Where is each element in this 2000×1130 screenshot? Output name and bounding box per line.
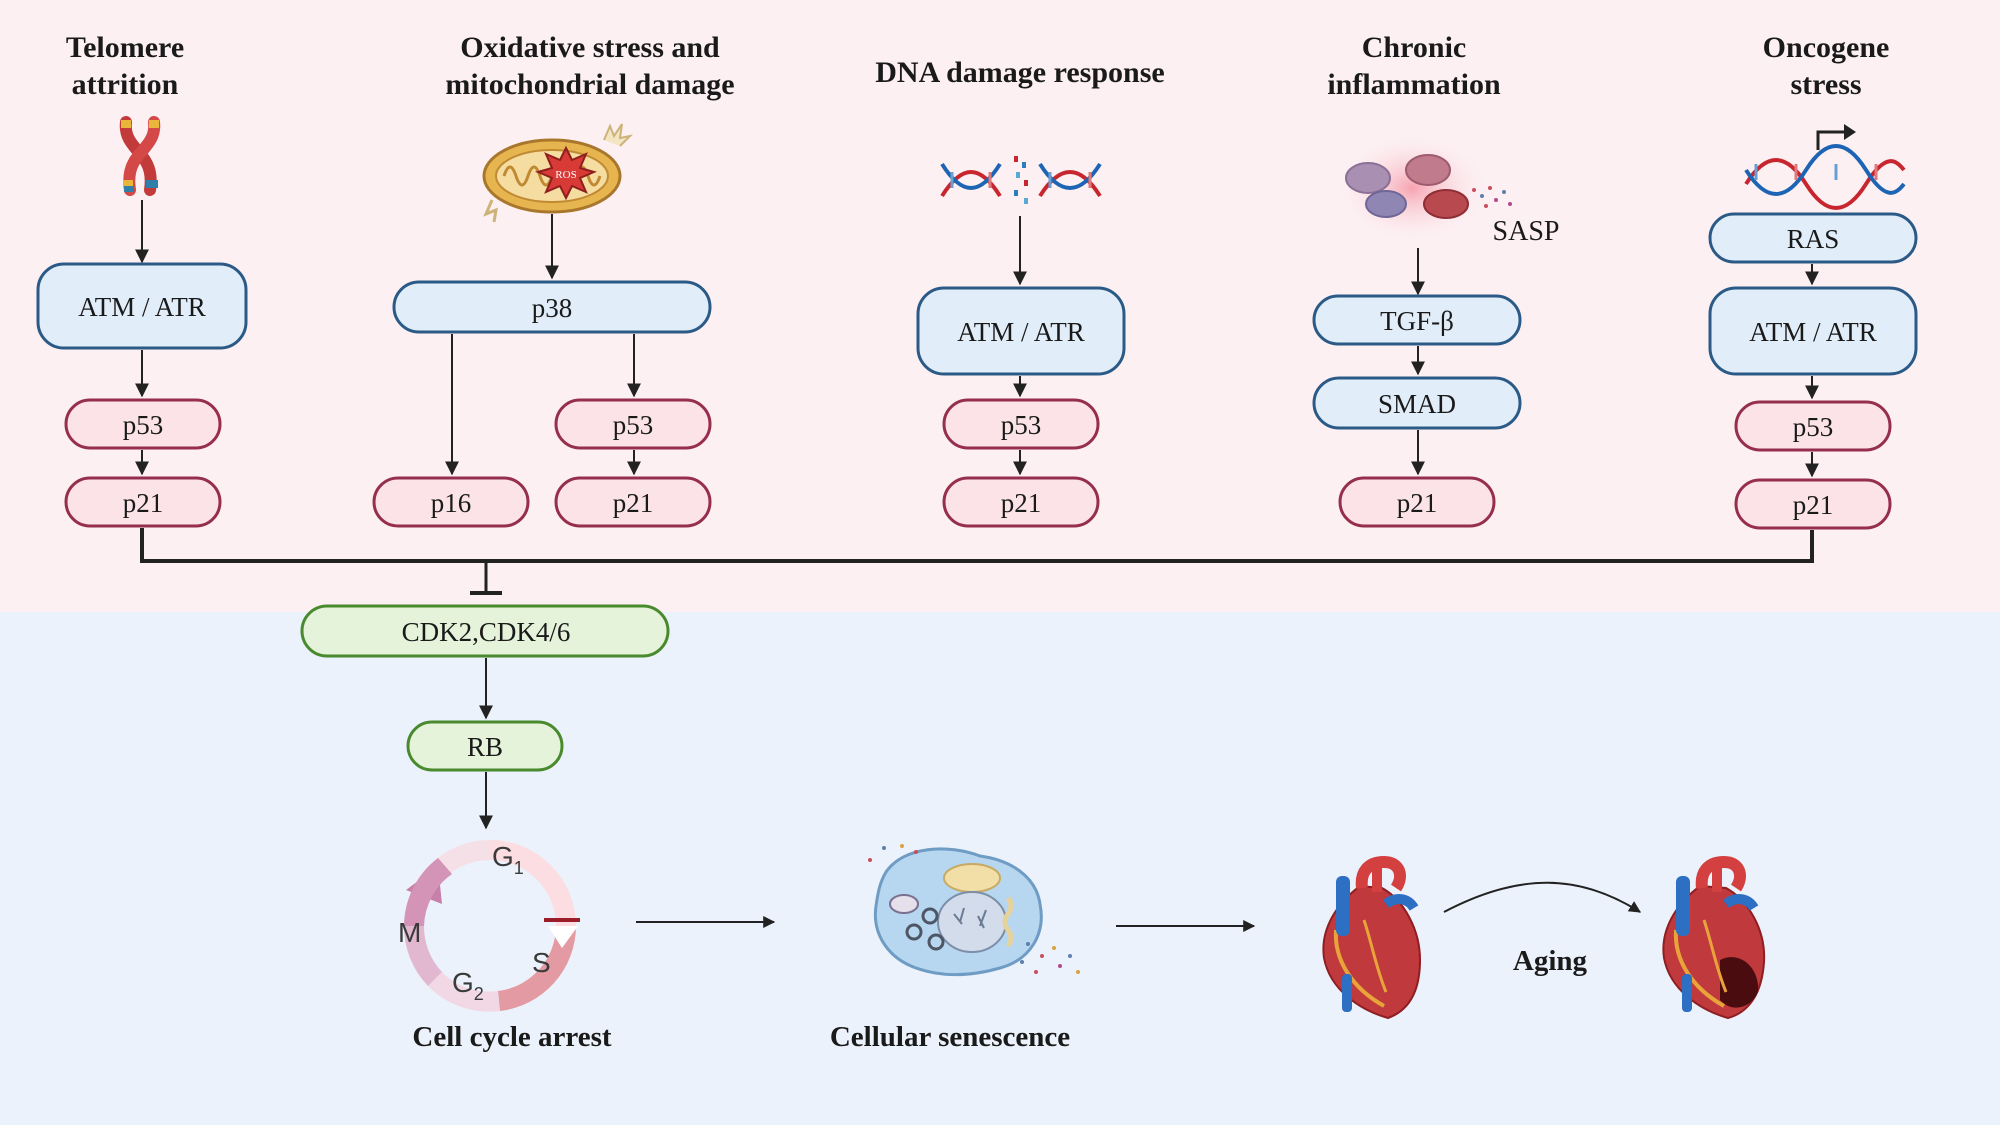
label-inflammation-smad: SMAD (1378, 389, 1456, 419)
title-oxidative-line2: mitochondrial damage (445, 68, 734, 101)
mitochondria-ros-icon: ROS (482, 123, 634, 223)
title-telomere-line2: attrition (72, 68, 179, 101)
phase-s: S (532, 947, 551, 978)
column-dna: DNA damage response ATM / ATR p53 p21 (875, 56, 1165, 528)
node-oxidative-p16 (372, 476, 530, 528)
phase-m: M (398, 917, 421, 948)
label-dna-p21: p21 (1001, 488, 1042, 518)
title-dna: DNA damage response (875, 56, 1164, 89)
sasp-label: SASP (1493, 216, 1560, 247)
node-telomere-atm-atr (36, 262, 248, 350)
chromosome-icon (119, 116, 161, 196)
label-dna-atm-atr: ATM / ATR (957, 317, 1085, 347)
healthy-heart-icon (1322, 855, 1422, 1020)
node-inflammation-smad (1312, 376, 1522, 430)
title-oncogene-line2: stress (1790, 68, 1861, 101)
node-cdk (300, 604, 670, 658)
label-cell-cycle-arrest: Cell cycle arrest (412, 1021, 611, 1053)
convergence-bus (140, 528, 1814, 595)
node-telomere-p53 (64, 398, 222, 450)
node-rb (406, 720, 564, 772)
node-oxidative-p38 (392, 280, 712, 334)
senescent-cell-icon (868, 844, 1080, 977)
broken-dna-icon (940, 156, 1102, 204)
node-dna-p53 (942, 398, 1100, 450)
node-dna-atm-atr (916, 286, 1126, 376)
node-oncogene-atm-atr (1708, 286, 1918, 376)
label-inflammation-tgf: TGF-β (1380, 306, 1454, 336)
aged-heart-icon (1662, 855, 1766, 1020)
node-oxidative-p53 (554, 398, 712, 450)
title-oxidative-line1: Oxidative stress and (460, 31, 720, 64)
inflamed-cells-icon (1334, 132, 1512, 244)
label-oxidative-p21: p21 (613, 488, 654, 518)
label-oncogene-atm-atr: ATM / ATR (1749, 317, 1877, 347)
label-telomere-atm-atr: ATM / ATR (78, 292, 206, 322)
node-dna-p21 (942, 476, 1100, 528)
node-oncogene-ras (1708, 212, 1918, 264)
title-oncogene-line1: Oncogene (1763, 31, 1890, 64)
label-dna-p53: p53 (1001, 410, 1042, 440)
label-cellular-senescence: Cellular senescence (830, 1021, 1070, 1053)
node-telomere-p21 (64, 476, 222, 528)
label-telomere-p21: p21 (123, 488, 164, 518)
label-rb: RB (467, 732, 503, 762)
column-oxidative: Oxidative stress and mitochondrial damag… (372, 31, 735, 528)
label-oxidative-p16: p16 (431, 488, 472, 518)
label-cdk: CDK2,CDK4/6 (402, 617, 571, 647)
label-oncogene-p53: p53 (1793, 412, 1834, 442)
title-inflammation-line2: inflammation (1327, 68, 1501, 101)
node-oxidative-p21 (554, 476, 712, 528)
node-oncogene-p21 (1734, 478, 1892, 530)
node-inflammation-tgf (1312, 294, 1522, 346)
label-oxidative-p53: p53 (613, 410, 654, 440)
column-oncogene: Oncogene stress RAS ATM / ATR p53 p21 (1708, 31, 1918, 530)
title-telomere-line1: Telomere (66, 31, 184, 64)
column-telomere: Telomere attrition ATM / ATR p53 p21 (36, 31, 248, 528)
label-telomere-p53: p53 (123, 410, 164, 440)
label-aging: Aging (1513, 945, 1588, 977)
dna-transcription-icon (1744, 124, 1906, 210)
label-oncogene-ras: RAS (1787, 224, 1840, 254)
phase-g1: G1 (492, 841, 524, 878)
label-inflammation-p21: p21 (1397, 488, 1438, 518)
title-inflammation-line1: Chronic (1362, 31, 1466, 64)
node-oncogene-p53 (1734, 400, 1892, 452)
ros-label: ROS (555, 169, 576, 181)
label-oxidative-p38: p38 (532, 293, 573, 323)
column-inflammation: Chronic inflammation SASP TGF-β SMAD p21 (1312, 31, 1560, 528)
label-oncogene-p21: p21 (1793, 490, 1834, 520)
phase-g2: G2 (452, 967, 484, 1004)
cell-cycle-diagram: G1 S G2 M (398, 840, 580, 1012)
node-inflammation-p21 (1338, 476, 1496, 528)
